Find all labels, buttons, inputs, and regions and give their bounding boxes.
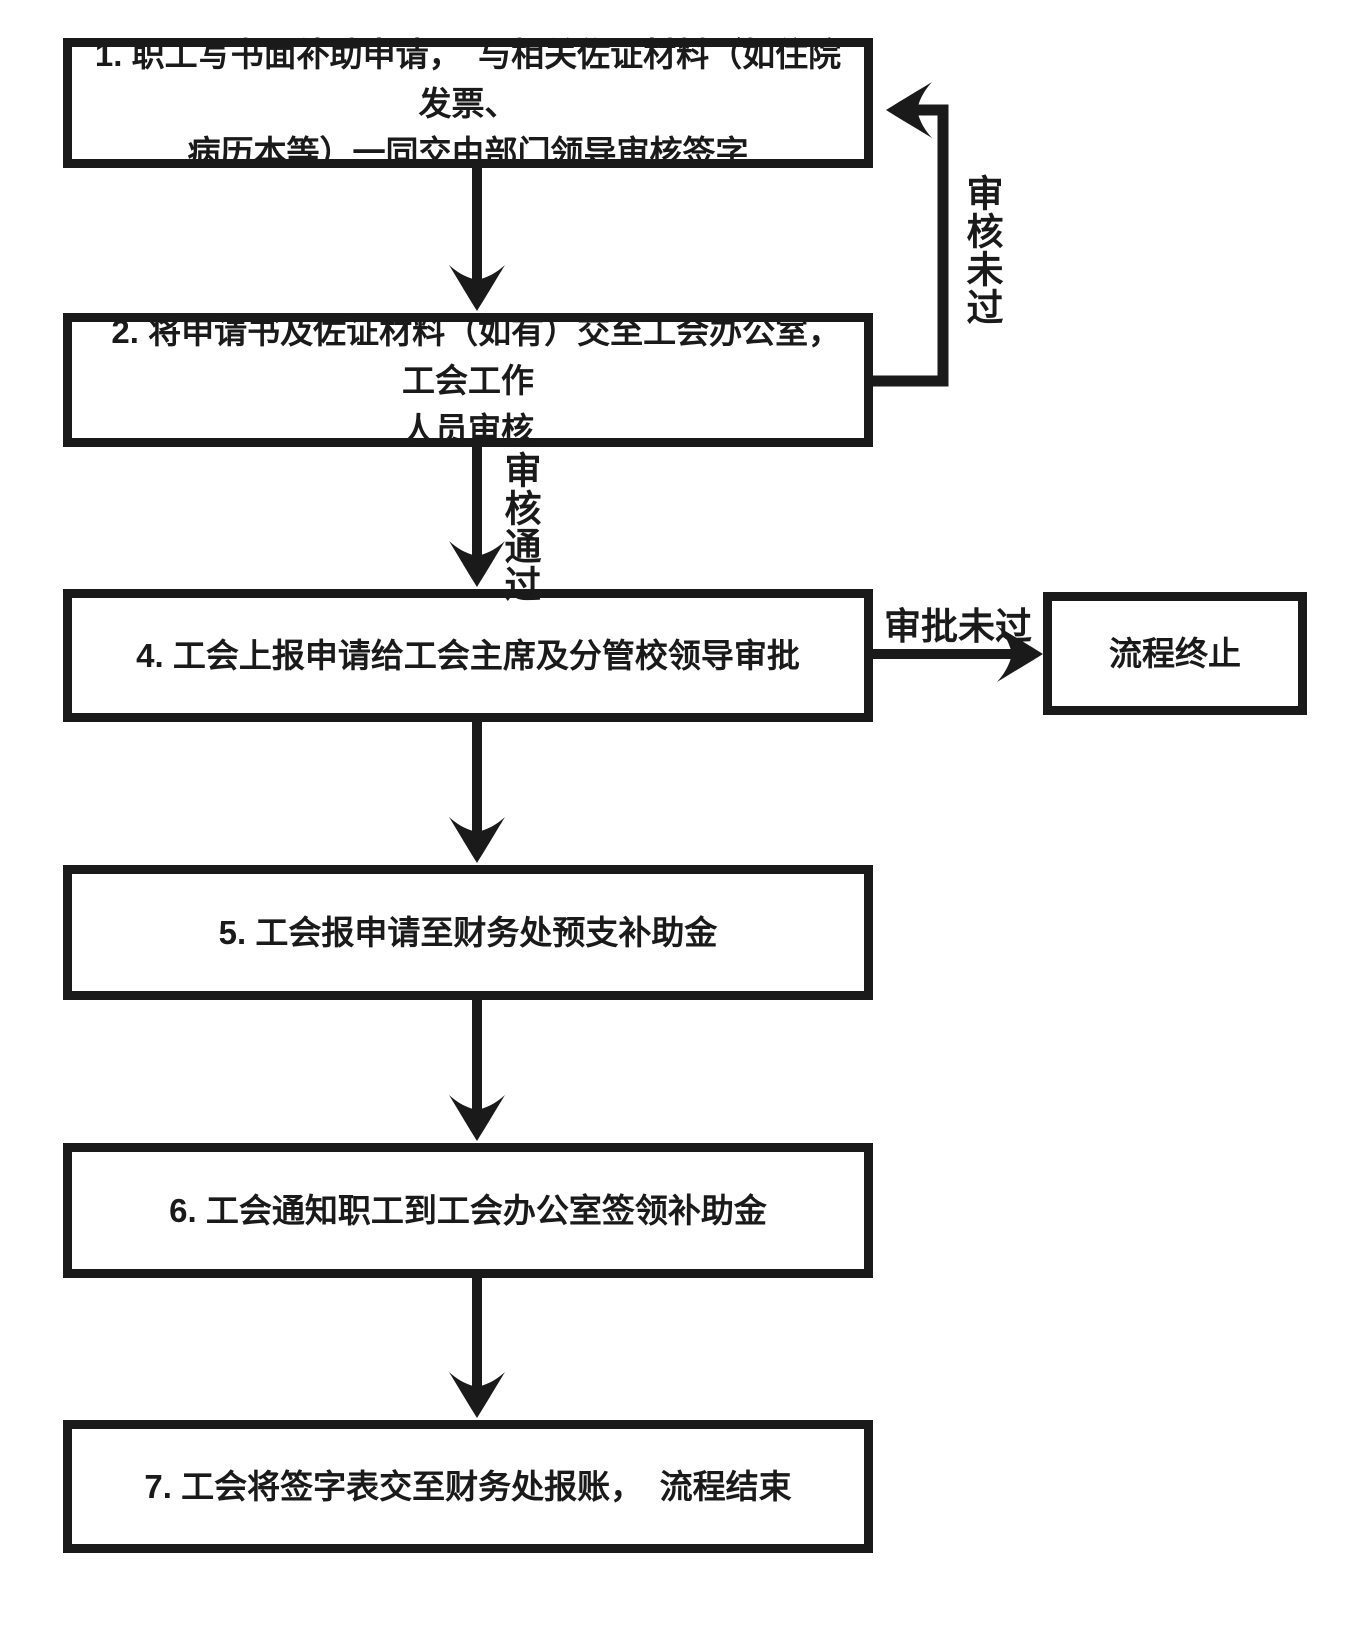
arrow-step2-to-step1-feedback-icon [868,82,949,387]
arrow-step2-to-step4-icon [449,445,505,587]
flow-step-7: 7. 工会将签字表交至财务处报账， 流程结束 [63,1420,873,1553]
flow-step-1-label: 1. 职工写书面补助申请， 与相关佐证材料（如住院发票、 病历本等）一同交由部门… [94,35,842,171]
flow-step-4-label: 4. 工会上报申请给工会主席及分管校领导审批 [136,637,800,674]
arrow-step1-to-step2-icon [449,164,505,311]
arrow-step4-to-step5-icon [449,720,505,863]
edge-label-approve-fail: 审批未过 [884,606,1032,647]
flow-step-5-label: 5. 工会报申请至财务处预支补助金 [218,914,718,951]
flow-step-1: 1. 职工写书面补助申请， 与相关佐证材料（如住院发票、 病历本等）一同交由部门… [63,36,873,171]
arrow-step4-to-terminate-icon [870,626,1043,682]
flow-step-6: 6. 工会通知职工到工会办公室签领补助金 [63,1143,873,1278]
edge-label-review-fail: 审核未过 [961,174,1002,326]
flow-step-2: 2. 将申请书及佐证材料（如有）交至工会办公室， 工会工作 人员审核 [63,313,873,448]
flow-step-4: 4. 工会上报申请给工会主席及分管校领导审批 [63,589,873,722]
flow-step-5: 5. 工会报申请至财务处预支补助金 [63,865,873,1000]
edge-label-review-pass: 审核通过 [499,451,540,603]
arrow-step5-to-step6-icon [449,998,505,1141]
flow-step-6-label: 6. 工会通知职工到工会办公室签领补助金 [169,1192,767,1229]
flow-step-2-label: 2. 将申请书及佐证材料（如有）交至工会办公室， 工会工作 人员审核 [111,312,825,448]
flow-terminate-label: 流程终止 [1109,635,1241,672]
arrow-step6-to-step7-icon [449,1276,505,1418]
flow-terminate-node: 流程终止 [1043,592,1307,715]
flow-step-7-label: 7. 工会将签字表交至财务处报账， 流程结束 [144,1468,792,1505]
